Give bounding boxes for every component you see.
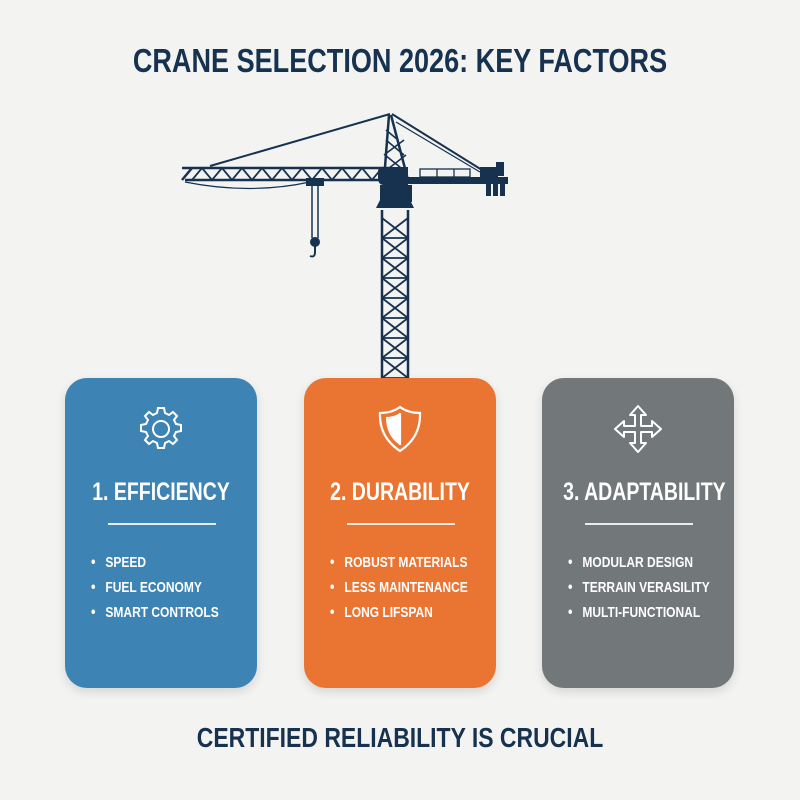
list-item: FUEL ECONOMY xyxy=(91,575,219,600)
page-title: CRANE SELECTION 2026: KEY FACTORS xyxy=(132,42,668,79)
feature-list: SPEED FUEL ECONOMY SMART CONTROLS xyxy=(91,550,251,625)
list-item: SPEED xyxy=(91,550,219,575)
card-heading: 3. ADAPTABILITY xyxy=(563,478,726,506)
card-adaptability: 3. ADAPTABILITY MODULAR DESIGN TERRAIN V… xyxy=(542,378,734,688)
feature-list: ROBUST MATERIALS LESS MAINTENANCE LONG L… xyxy=(330,550,502,625)
gear-icon xyxy=(140,407,182,449)
list-item: LONG LIFSPAN xyxy=(330,600,468,625)
list-item: ROBUST MATERIALS xyxy=(330,550,468,575)
card-heading: 1. EFFICIENCY xyxy=(92,478,230,506)
card-durability: 2. DURABILITY ROBUST MATERIALS LESS MAIN… xyxy=(304,378,496,688)
divider xyxy=(108,523,216,525)
footer-tagline: CERTIFIED RELIABILITY IS CRUCIAL xyxy=(196,722,604,753)
list-item: MODULAR DESIGN xyxy=(568,550,710,575)
list-item: MULTI-FUNCTIONAL xyxy=(568,600,710,625)
shield-icon xyxy=(378,405,422,453)
list-item: TERRAIN VERASILITY xyxy=(568,575,709,600)
card-heading: 2. DURABILITY xyxy=(330,478,470,506)
divider xyxy=(585,523,693,525)
feature-list: MODULAR DESIGN TERRAIN VERASILITY MULTI-… xyxy=(568,550,745,625)
card-efficiency: 1. EFFICIENCY SPEED FUEL ECONOMY SMART C… xyxy=(65,378,257,688)
move-arrows-icon xyxy=(614,405,662,453)
divider xyxy=(347,523,455,525)
list-item: LESS MAINTENANCE xyxy=(330,575,467,600)
tower-crane-icon xyxy=(181,113,508,390)
list-item: SMART CONTROLS xyxy=(91,600,218,625)
